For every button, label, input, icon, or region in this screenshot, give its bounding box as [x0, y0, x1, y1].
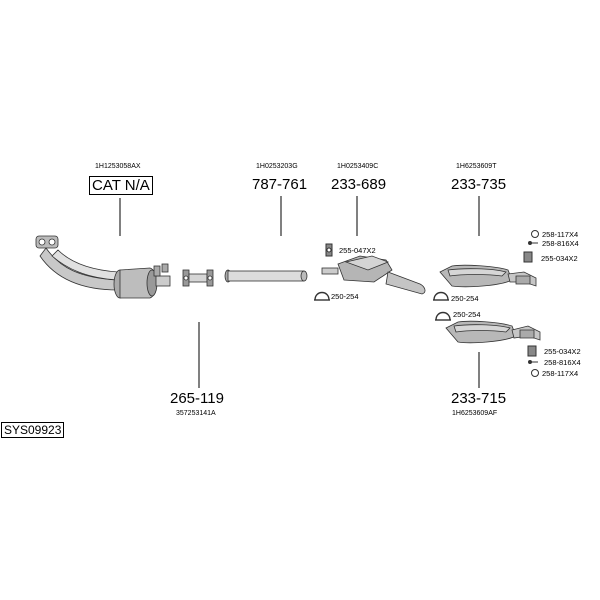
- ring-icon-b: [531, 369, 539, 377]
- rear-silencer-b-number[interactable]: 233-715: [451, 390, 507, 407]
- rubber-mount-center-icon: [325, 243, 333, 257]
- rear-a-bolt-label[interactable]: 258-816X4: [542, 239, 579, 248]
- rubber-mount-center-label[interactable]: 255-047X2: [339, 246, 376, 255]
- middle-pipe-oem: 1H0253203G: [256, 163, 298, 170]
- clamp-rear-a-label[interactable]: 250-254: [451, 294, 479, 303]
- rear-silencer-a-part: [439, 264, 537, 288]
- hanger-icon-b: [527, 345, 537, 357]
- ring-icon-a: [531, 230, 539, 238]
- middle-pipe-number[interactable]: 787-761: [252, 176, 308, 193]
- rear-silencer-a-oem: 1H6253609T: [456, 163, 497, 170]
- clamp-rear-b-icon: [435, 311, 451, 321]
- clamp-rear-a-icon: [433, 291, 449, 301]
- rear-silencer-b-oem: 1H6253609AF: [452, 410, 498, 417]
- catalyst-label[interactable]: CAT N/A: [89, 176, 153, 195]
- bolt-icon-b: [528, 360, 538, 364]
- center-silencer-number[interactable]: 233-689: [331, 176, 387, 193]
- rear-b-bolt-label[interactable]: 258-816X4: [544, 358, 581, 367]
- rear-silencer-b-part: [445, 320, 541, 344]
- front-pipe-number[interactable]: 265-119: [170, 390, 224, 407]
- middle-pipe-part: [224, 269, 308, 283]
- rear-b-ring-label[interactable]: 258-117X4: [542, 369, 579, 378]
- catalyst-part: [35, 235, 171, 299]
- front-pipe-oem: 357253141A: [176, 410, 216, 417]
- rear-silencer-a-number[interactable]: 233-735: [451, 176, 507, 193]
- clamp-center-icon: [314, 291, 330, 301]
- center-silencer-part: [321, 255, 426, 295]
- rear-a-hanger-label[interactable]: 255-034X2: [541, 254, 578, 263]
- rear-a-ring-label[interactable]: 258-117X4: [542, 230, 579, 239]
- clamp-center-label[interactable]: 250-254: [331, 292, 359, 301]
- bolt-icon-a: [528, 241, 538, 245]
- front-pipe-part: [182, 269, 214, 287]
- hanger-icon-a: [523, 251, 533, 263]
- clamp-rear-b-label[interactable]: 250-254: [453, 310, 481, 319]
- system-id: SYS09923: [1, 422, 65, 438]
- catalyst-oem: 1H1253058AX: [95, 163, 141, 170]
- center-silencer-oem: 1H0253409C: [337, 163, 379, 170]
- rear-b-hanger-label[interactable]: 255-034X2: [544, 347, 581, 356]
